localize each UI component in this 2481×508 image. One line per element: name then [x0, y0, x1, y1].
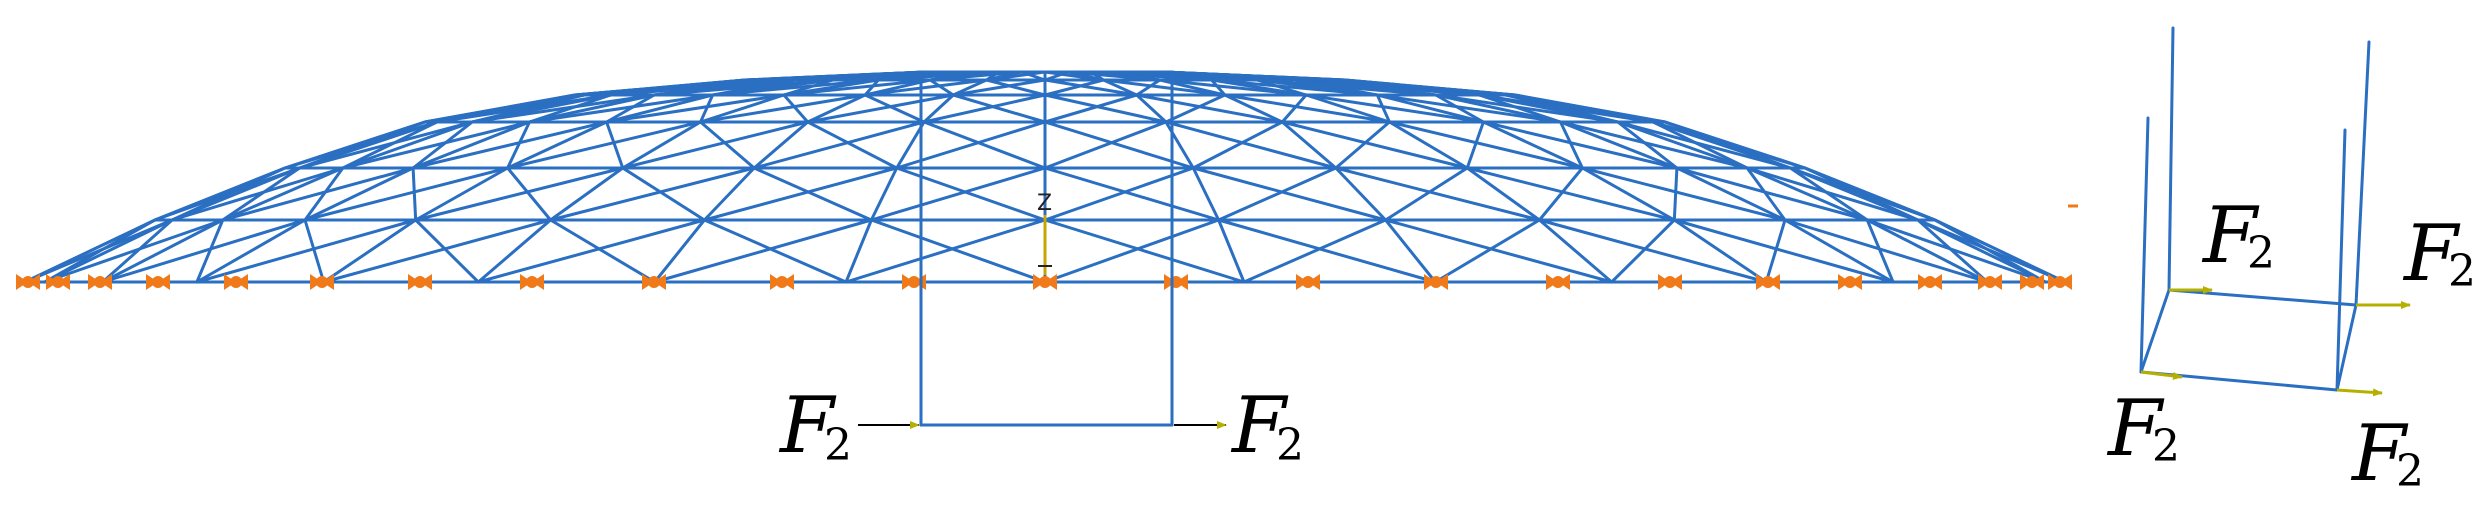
- pinned-support-icon: [1756, 274, 1780, 290]
- svg-text:2: 2: [2448, 246, 2476, 297]
- svg-text:F: F: [2350, 409, 2409, 499]
- svg-text:2: 2: [824, 420, 852, 471]
- svg-text:2: 2: [2396, 446, 2424, 497]
- pinned-support-icon: [1546, 274, 1570, 290]
- load-subframe-left: [919, 70, 1174, 427]
- axis-label-z: Z: [1037, 191, 1052, 216]
- svg-text:2: 2: [2152, 421, 2180, 472]
- load-label-left-1: F 2: [778, 381, 852, 471]
- load-label-right-4: F 2: [2350, 409, 2424, 499]
- pinned-support-icon: [1838, 274, 1862, 290]
- pinned-support-icon: [1033, 274, 1057, 290]
- load-label-right-2: F 2: [2402, 209, 2476, 299]
- pinned-support-icon: [2048, 274, 2072, 290]
- pinned-support-icon: [88, 274, 112, 290]
- svg-text:2: 2: [2247, 228, 2275, 279]
- svg-text:F: F: [2106, 384, 2165, 474]
- pinned-support-icon: [770, 274, 794, 290]
- support-row: [16, 274, 2072, 290]
- pinned-support-icon: [1978, 274, 2002, 290]
- svg-text:2: 2: [1276, 420, 1304, 471]
- pinned-support-icon: [224, 274, 248, 290]
- svg-text:F: F: [778, 381, 837, 471]
- pinned-support-icon: [1918, 274, 1942, 290]
- pinned-support-icon: [310, 274, 334, 290]
- load-subframe-right: [2139, 26, 2371, 392]
- pinned-support-icon: [146, 274, 170, 290]
- svg-text:F: F: [2402, 209, 2461, 299]
- pinned-support-icon: [16, 274, 40, 290]
- load-label-right-1: F 2: [2201, 191, 2275, 281]
- pinned-support-icon: [1296, 274, 1320, 290]
- load-label-right-3: F 2: [2106, 384, 2180, 474]
- pinned-support-icon: [2020, 274, 2044, 290]
- svg-text:F: F: [1230, 381, 1289, 471]
- pinned-support-icon: [1164, 274, 1188, 290]
- dome-lattice: [23, 70, 2067, 284]
- pinned-support-icon: [642, 274, 666, 290]
- pinned-support-icon: [1658, 274, 1682, 290]
- pinned-support-icon: [46, 274, 70, 290]
- load-arrow-right-4: [2336, 388, 2383, 397]
- pinned-support-icon: [1424, 274, 1448, 290]
- load-arrow-right-3: [2140, 370, 2183, 380]
- svg-text:F: F: [2201, 191, 2260, 281]
- pinned-support-icon: [520, 274, 544, 290]
- pinned-support-icon: [408, 274, 432, 290]
- load-label-left-2: F 2: [1230, 381, 1304, 471]
- coordinate-axis-icon: Z: [1037, 191, 1052, 275]
